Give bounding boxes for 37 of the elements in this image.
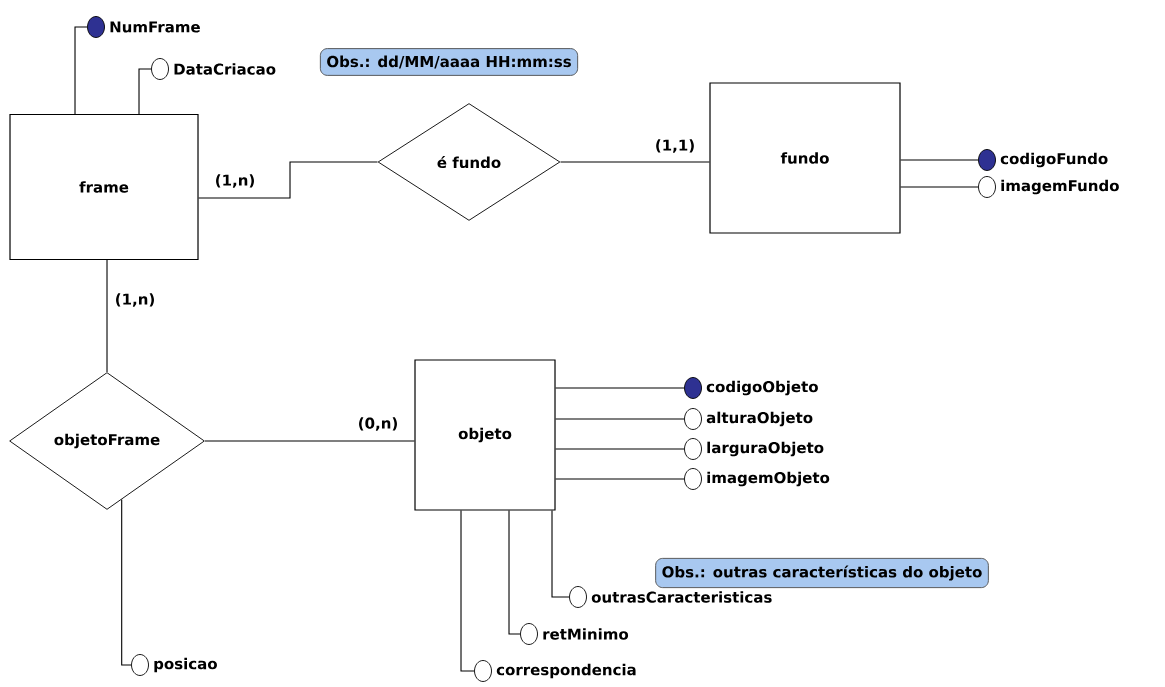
connector-line (559, 161, 710, 163)
connector-line (106, 259, 108, 373)
cardinality-label: (1,1) (653, 138, 697, 154)
entity-box: frame (9, 113, 199, 261)
connector-line (555, 448, 685, 450)
attribute-label: imagemFundo (1001, 179, 1119, 195)
attribute-label: outrasCaracteristicas (591, 591, 772, 603)
entity-box: objeto (414, 359, 556, 511)
cardinality-label: (0,n) (356, 416, 400, 432)
attribute-label: imagemObjeto (707, 471, 830, 487)
cardinality-label: (1,n) (113, 292, 157, 308)
cardinality-label: (1,n) (213, 173, 257, 189)
attribute-label: DataCriacao (174, 63, 276, 75)
note-box: Obs.: outras características do objeto (655, 557, 989, 589)
connector-line (121, 499, 132, 666)
entity-box: fundo (709, 82, 901, 234)
note-box: Obs.: dd/MM/aaaa HH:mm:ss (319, 48, 579, 76)
connector-line (551, 510, 570, 598)
connector-line (508, 510, 521, 635)
attribute-label: larguraObjeto (707, 441, 824, 457)
connector-line (555, 418, 685, 420)
connector-line (204, 440, 415, 442)
connector-line (555, 478, 685, 480)
connector-line (74, 26, 88, 115)
attribute-label: codigoFundo (1000, 152, 1108, 168)
attribute-label: codigoObjeto (706, 380, 818, 396)
attribute-label: posicao (154, 657, 217, 673)
connector-line (555, 387, 685, 389)
connector-line (460, 510, 475, 672)
attribute-label: NumFrame (110, 21, 200, 33)
connector-line (198, 161, 379, 199)
connector-line (900, 186, 979, 188)
attribute-label: retMinimo (543, 628, 629, 640)
attribute-label: alturaObjeto (706, 411, 813, 427)
connector-line (138, 68, 152, 115)
attribute-label: correspondencia (496, 663, 636, 679)
connector-line (900, 159, 979, 161)
